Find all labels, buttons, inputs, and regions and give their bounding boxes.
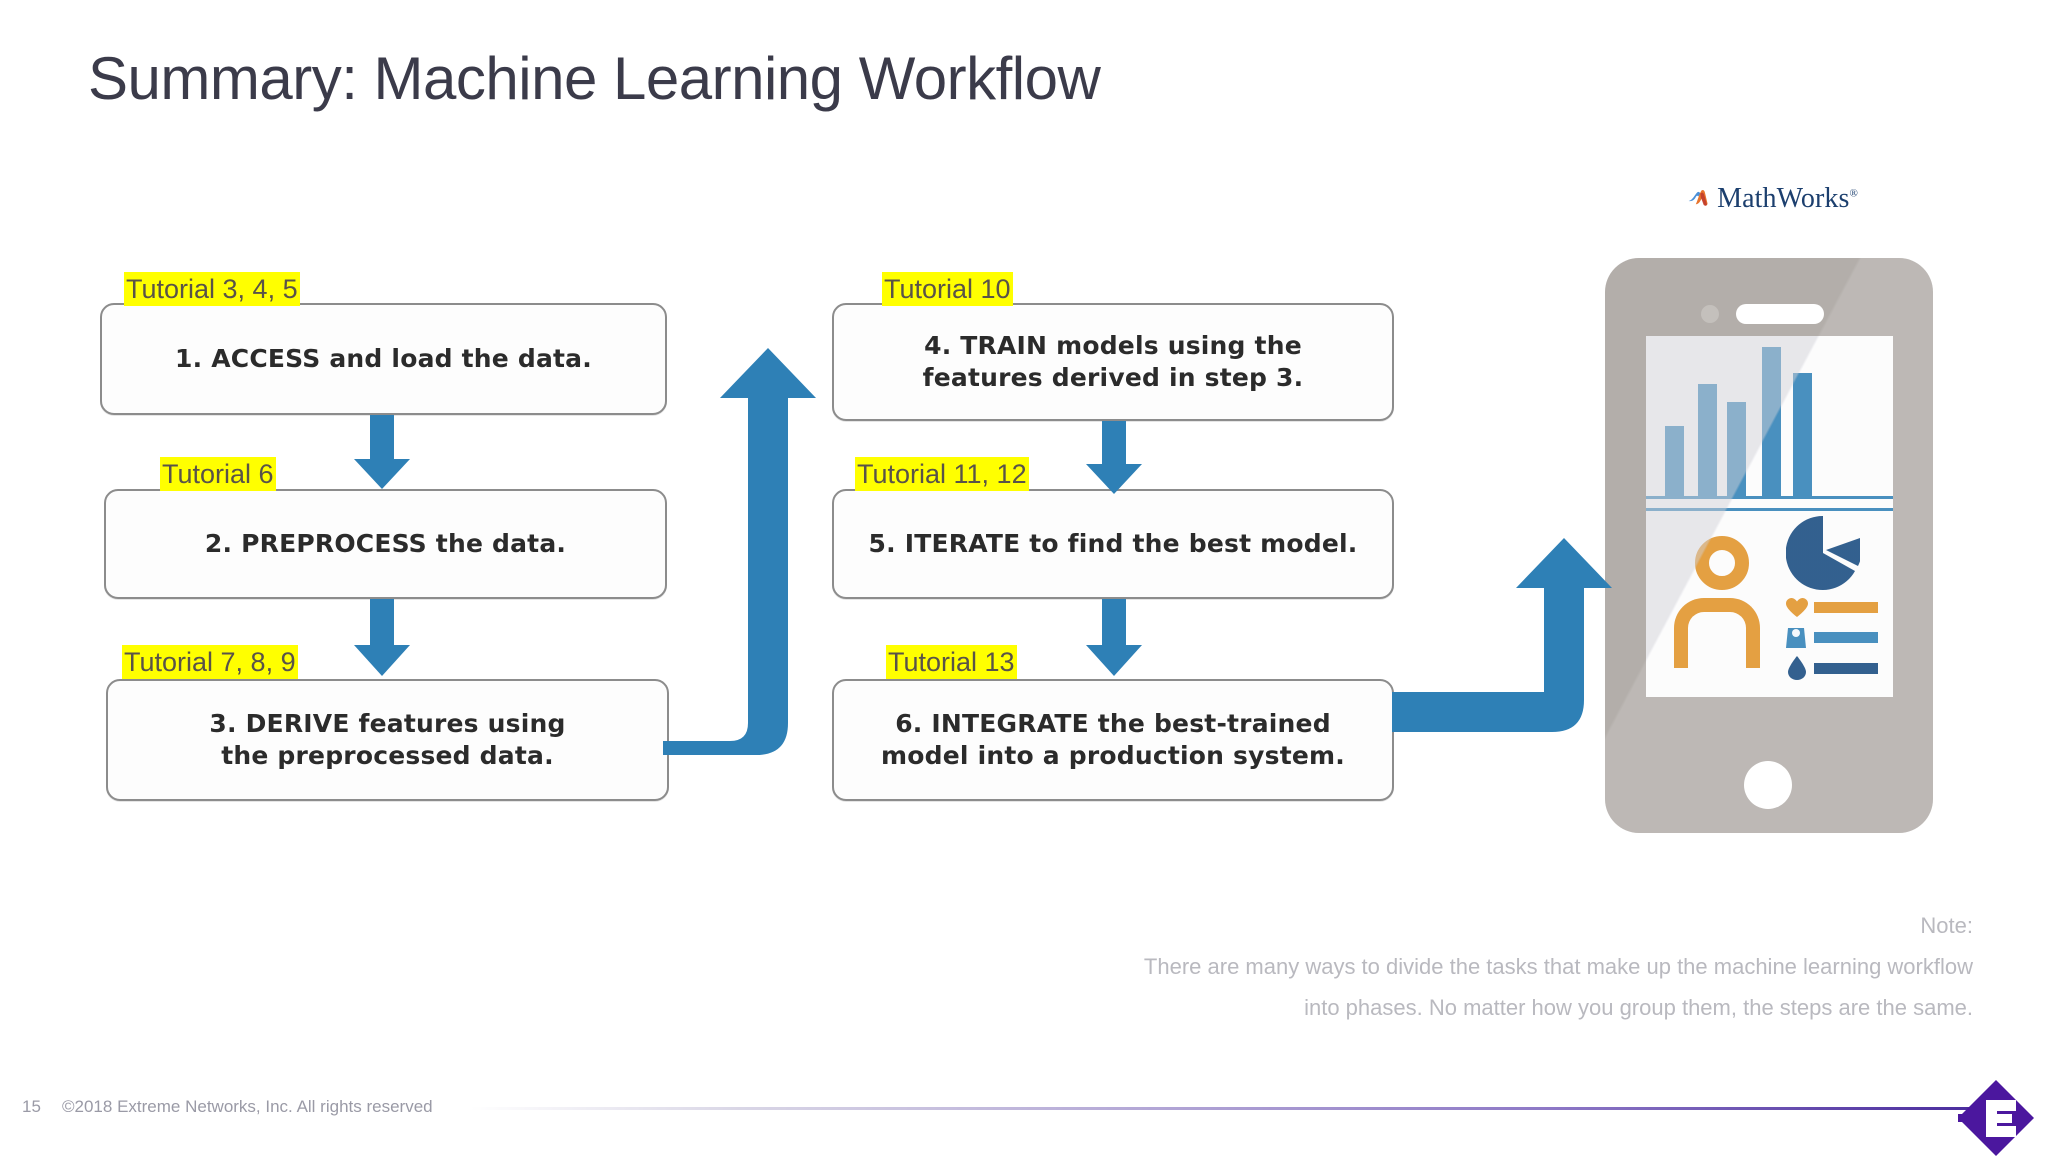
mathworks-logo: MathWorks®	[1688, 182, 1858, 216]
page-number: 15	[22, 1097, 41, 1116]
droplet-icon	[1788, 656, 1806, 680]
scale-icon	[1786, 628, 1806, 648]
workflow-box-step-6[interactable]: 6. INTEGRATE the best-trained model into…	[832, 679, 1394, 801]
extreme-networks-logo	[1918, 1080, 2034, 1156]
workflow-box-step-5-text: 5. ITERATE to find the best model.	[868, 529, 1358, 558]
mathworks-trademark: ®	[1849, 187, 1858, 200]
note-label: Note:	[1920, 913, 1973, 938]
heart-icon	[1786, 598, 1808, 617]
arrow-step-3-to-step-4	[660, 330, 860, 760]
tutorial-tag-step-1: Tutorial 3, 4, 5	[124, 272, 300, 306]
person-head	[1695, 536, 1749, 590]
workflow-box-step-1-text: 1. ACCESS and load the data.	[175, 344, 592, 373]
bar-4	[1762, 347, 1781, 496]
person-icon	[1674, 536, 1760, 668]
metric-row-heart	[1786, 598, 1878, 623]
metric-row-droplet	[1788, 656, 1878, 685]
arrow-step-5-to-step-6	[1084, 599, 1144, 682]
arrow-step-4-to-step-5	[1084, 421, 1144, 500]
note-line-2: into phases. No matter how you group the…	[1304, 995, 1973, 1020]
workflow-box-step-4-text: 4. TRAIN models using the features deriv…	[922, 331, 1304, 392]
page-title: Summary: Machine Learning Workflow	[88, 45, 1101, 112]
pie-chart-icon	[1785, 515, 1862, 590]
metric-bar-heart	[1814, 602, 1878, 613]
metric-bar-droplet	[1814, 663, 1878, 674]
bar-2	[1698, 384, 1717, 496]
mathworks-wordmark: MathWorks®	[1717, 183, 1858, 214]
footer-divider	[470, 1107, 1970, 1110]
mobile-deployment-illustration	[1605, 258, 1933, 833]
tutorial-tag-step-5: Tutorial 11, 12	[855, 457, 1029, 491]
metric-row-scale	[1785, 626, 1878, 653]
workflow-box-step-2-text: 2. PREPROCESS the data.	[204, 529, 567, 558]
bar-5	[1793, 372, 1812, 496]
tutorial-tag-step-2: Tutorial 6	[160, 457, 276, 491]
bar-3	[1727, 401, 1746, 496]
metric-bar-scale	[1814, 632, 1878, 643]
tutorial-tag-step-6: Tutorial 13	[886, 645, 1017, 679]
copyright-text: ©2018 Extreme Networks, Inc. All rights …	[62, 1097, 433, 1116]
arrow-step-1-to-step-2	[352, 415, 412, 495]
workflow-box-step-5[interactable]: 5. ITERATE to find the best model.	[832, 489, 1394, 599]
bar-1	[1665, 425, 1684, 496]
phone-speaker	[1736, 304, 1824, 324]
arrow-step-6-to-deployment	[1392, 520, 1612, 765]
phone-screen	[1646, 336, 1893, 697]
workflow-box-step-3[interactable]: 3. DERIVE features using the preprocesse…	[106, 679, 669, 801]
note-block: Note: There are many ways to divide the …	[1144, 905, 1973, 1028]
workflow-box-step-6-text: 6. INTEGRATE the best-trained model into…	[881, 709, 1345, 770]
dashboard-bar-chart	[1646, 336, 1893, 496]
tutorial-tag-step-4: Tutorial 10	[882, 272, 1013, 306]
note-line-1: There are many ways to divide the tasks …	[1143, 954, 1973, 979]
mathworks-membrane-icon	[1688, 190, 1708, 206]
tutorial-tag-step-3: Tutorial 7, 8, 9	[122, 645, 298, 679]
chart-axis-line-bottom	[1646, 508, 1893, 511]
chart-axis-line-top	[1646, 496, 1893, 499]
workflow-box-step-2[interactable]: 2. PREPROCESS the data.	[104, 489, 667, 599]
workflow-box-step-1[interactable]: 1. ACCESS and load the data.	[100, 303, 667, 415]
person-body	[1674, 598, 1760, 668]
phone-home-button[interactable]	[1744, 761, 1792, 809]
workflow-box-step-3-text: 3. DERIVE features using the preprocesse…	[209, 709, 566, 770]
phone-camera-icon	[1701, 305, 1719, 323]
workflow-box-step-4[interactable]: 4. TRAIN models using the features deriv…	[832, 303, 1394, 421]
arrow-step-2-to-step-3	[352, 599, 412, 682]
